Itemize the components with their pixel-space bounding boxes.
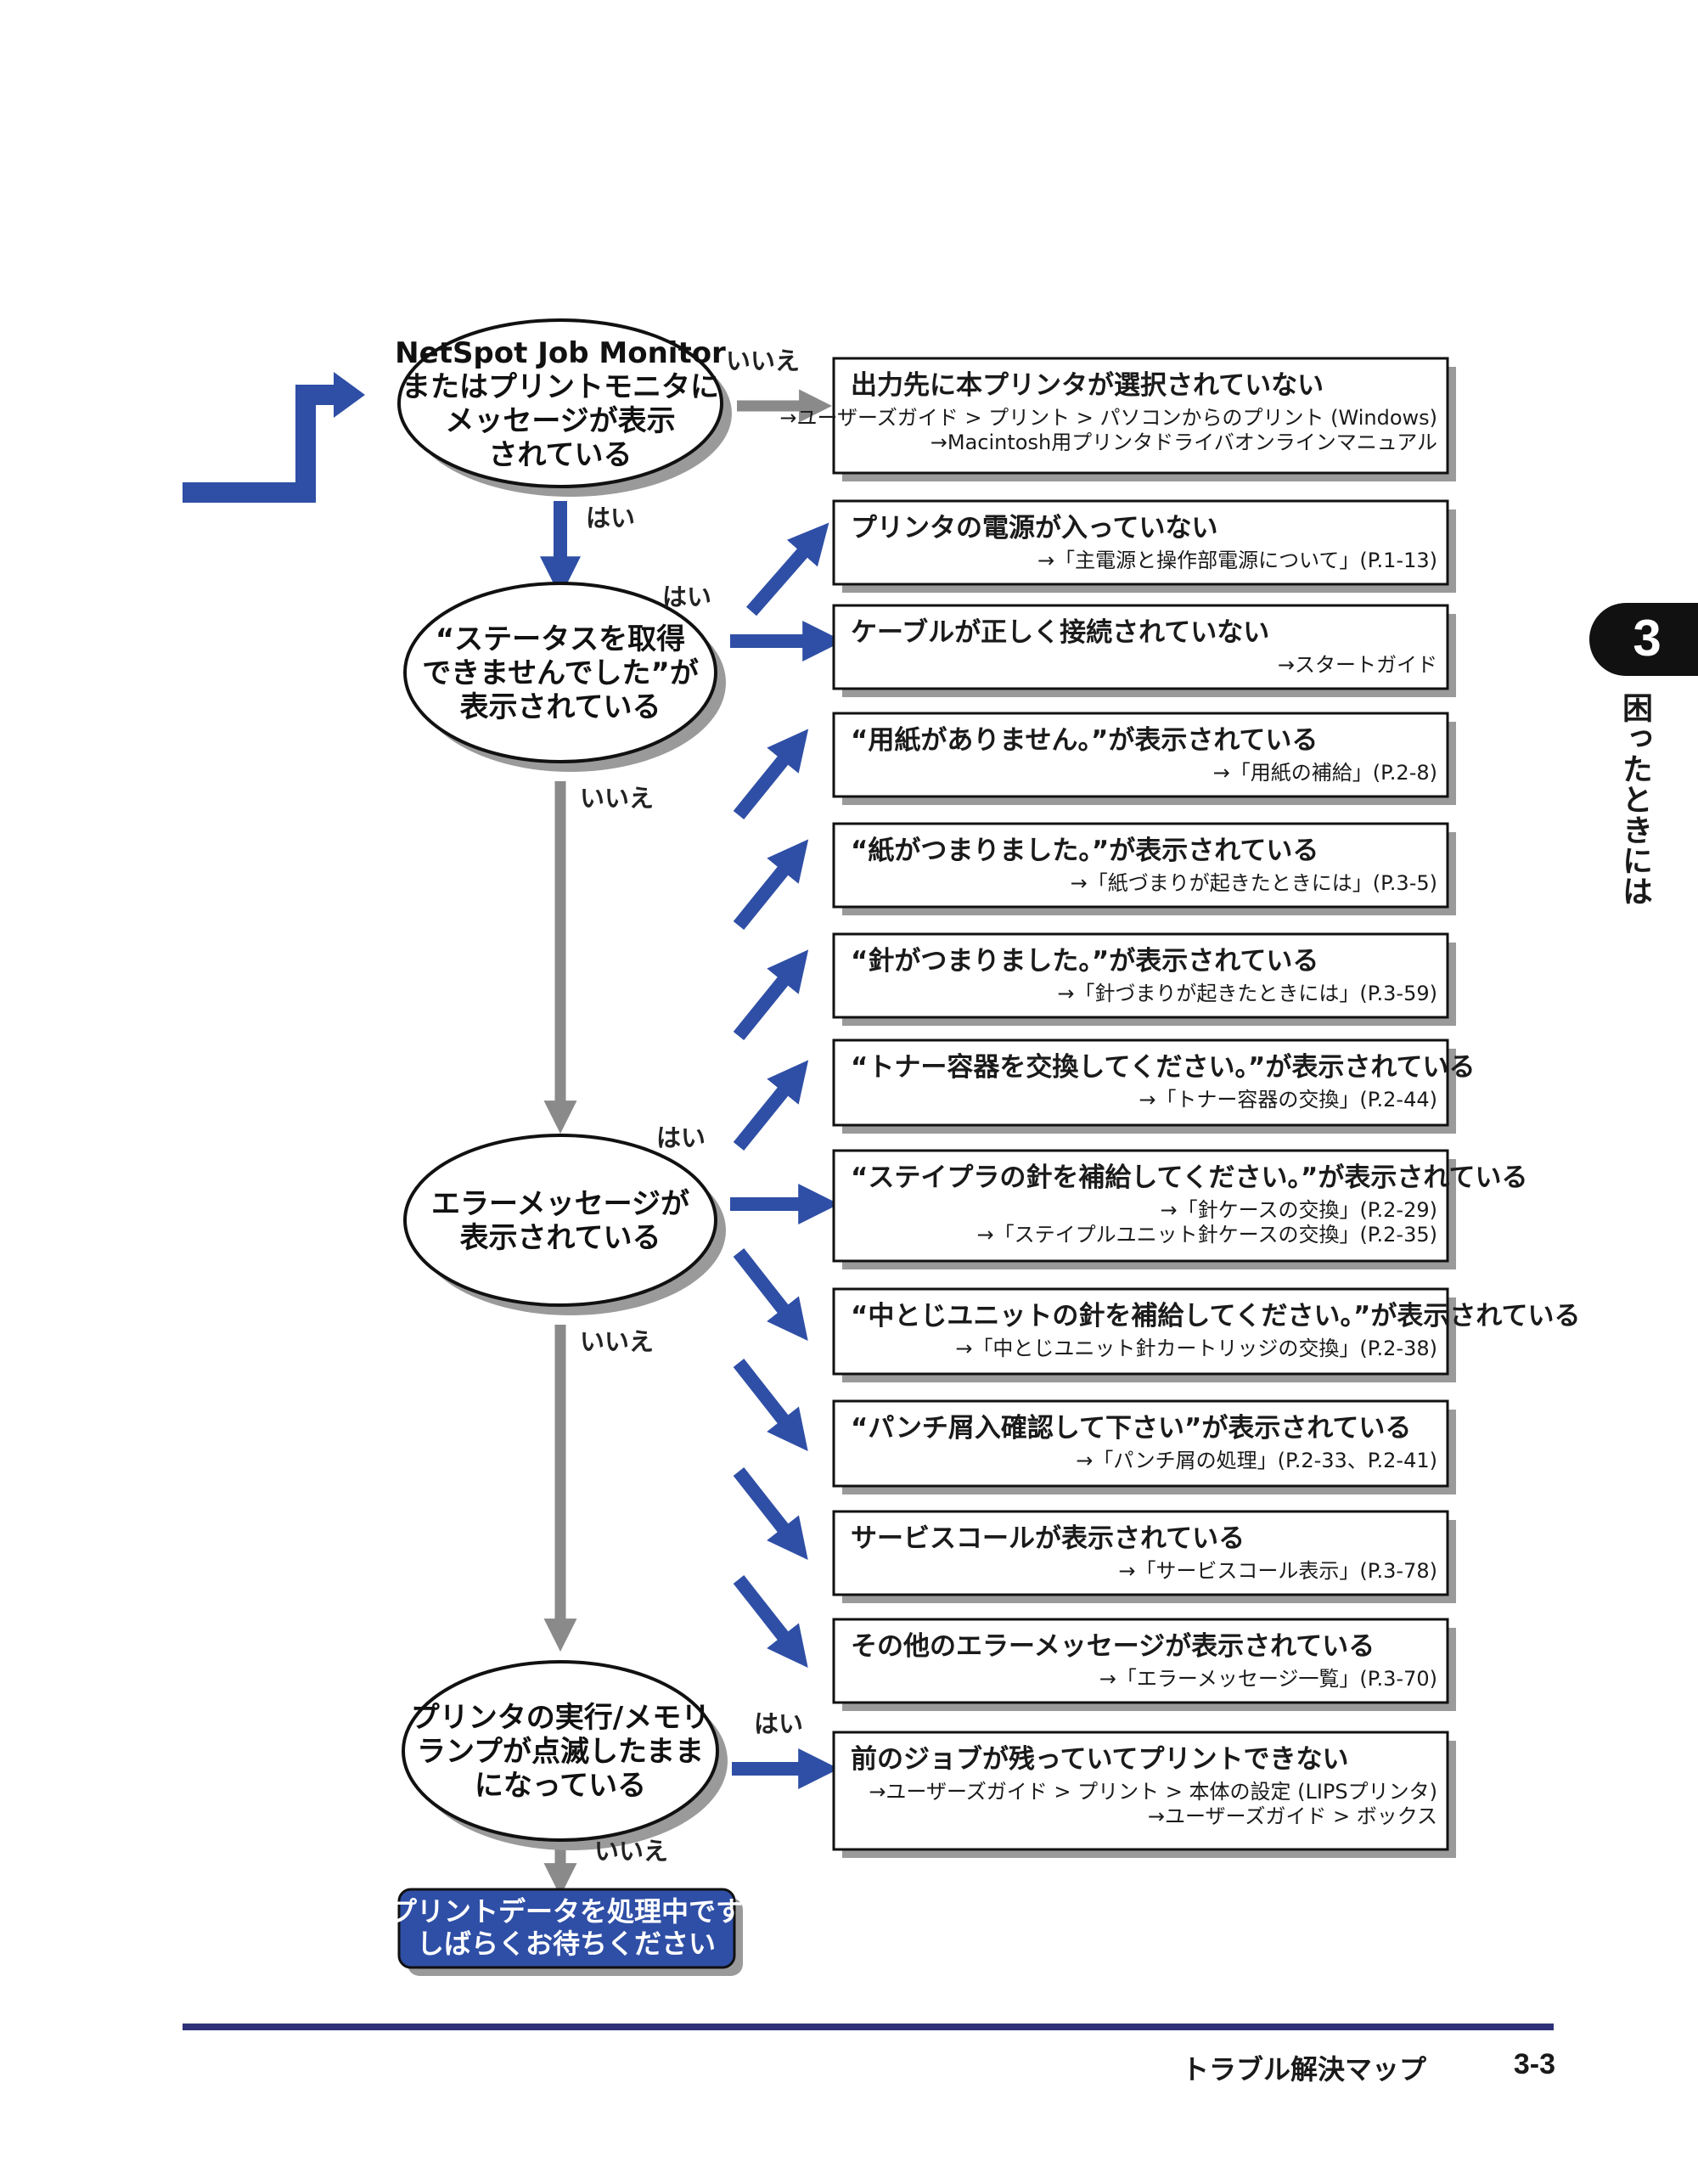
result-box-8 [832, 1149, 1449, 1263]
end-box-line: プリントデータを処理中です [390, 1895, 743, 1928]
footer-section-title: トラブル解決マップ [1181, 2053, 1426, 2085]
flow-arrow-d3-down-4 [733, 1575, 808, 1668]
label-d2-no: いいえ [580, 784, 654, 813]
result-box-7 [832, 1039, 1449, 1127]
entry-elbow-arrow [183, 385, 335, 503]
result-box-4 [832, 712, 1449, 798]
label-d1-no: いいえ [726, 346, 800, 375]
result-box-12-title: その他のエラーメッセージが表示されている [851, 1631, 1375, 1662]
decision-1-line: またはプリントモニタに [402, 370, 719, 404]
result-box-4-ref: →「用紙の補給」(P.2-8) [1213, 761, 1437, 785]
decision-4 [402, 1660, 719, 1842]
decision-3 [403, 1134, 717, 1307]
result-box-10-ref: →「パンチ屑の処理」(P.2-33、P.2-41) [1076, 1449, 1437, 1472]
result-box-5-title: “紙がつまりました。”が表示されている [851, 836, 1318, 866]
result-box-8-ref: →「ステイプルユニット針ケースの交換」(P.2-35) [977, 1223, 1437, 1247]
flow-arrow-d3-down-1 [733, 1248, 808, 1341]
end-box-line: しばらくお待ちください [417, 1928, 716, 1960]
result-box-3 [832, 604, 1449, 690]
chapter-title: 困ったときには [1617, 692, 1652, 906]
decision-4-line: ランプが点滅したまま [417, 1735, 704, 1769]
result-box-13 [832, 1731, 1449, 1851]
page-number: 3-3 [1513, 2048, 1555, 2080]
result-box-11 [832, 1510, 1449, 1596]
label-d3-yes: はい [656, 1123, 706, 1152]
decision-2-line: できませんでした”が [422, 656, 699, 690]
decision-2-line: “ステータスを取得 [436, 622, 685, 656]
result-box-8-title: “ステイプラの針を補給してください。”が表示されている [851, 1162, 1527, 1193]
result-box-9-ref: →「中とじユニット針カートリッジの交換」(P.2-38) [955, 1337, 1437, 1360]
label-d4-no: いいえ [594, 1837, 668, 1866]
flow-arrow-d2-box2 [745, 522, 829, 616]
result-box-5 [832, 822, 1449, 909]
footer-divider [183, 2024, 1554, 2030]
end-box [397, 1888, 736, 1969]
decision-3-line: 表示されている [460, 1221, 661, 1255]
result-box-7-ref: →「トナー容器の交換」(P.2-44) [1139, 1088, 1437, 1112]
decision-4-line: プリンタの実行/メモリ [411, 1701, 710, 1735]
decision-1 [397, 318, 723, 488]
decision-4-line: になっている [475, 1769, 646, 1803]
result-box-11-ref: →「サービスコール表示」(P.3-78) [1118, 1559, 1437, 1583]
result-box-1-ref: →Macintosh用プリンタドライバオンラインマニュアル [931, 431, 1437, 454]
decision-1-line: されている [489, 438, 633, 472]
result-box-8-ref: →「針ケースの交換」(P.2-29) [1161, 1198, 1437, 1222]
result-box-12-ref: →「エラーメッセージ一覧」(P.3-70) [1099, 1667, 1437, 1691]
decision-3-line: エラーメッセージが [431, 1187, 689, 1221]
flow-arrow-d3-down-2 [733, 1359, 808, 1451]
flow-arrow-d3-up-2 [733, 839, 809, 931]
decision-1-line: メッセージが表示 [445, 404, 675, 438]
flow-arrow-d3-up-3 [733, 949, 809, 1041]
result-box-6-title: “針がつまりました。”が表示されている [851, 946, 1318, 977]
entry-elbow-arrow-head [334, 372, 365, 418]
result-box-13-title: 前のジョブが残っていてプリントできない [851, 1744, 1349, 1775]
result-box-11-title: サービスコールが表示されている [851, 1523, 1245, 1554]
flow-arrow-d3-up-1 [733, 729, 809, 820]
flow-arrow-d3-up-4 [733, 1060, 809, 1151]
label-d2-yes: はい [662, 583, 711, 611]
result-box-13-ref: →ユーザーズガイド > プリント > 本体の設定 (LIPSプリンタ) [869, 1780, 1437, 1804]
result-box-2-ref: →「主電源と操作部電源について」(P.1-13) [1037, 549, 1437, 572]
result-box-1-ref: →ユーザーズガイド > プリント > パソコンからのプリント (Windows) [779, 406, 1437, 430]
label-d3-no: いいえ [580, 1327, 654, 1356]
decision-2-line: 表示されている [460, 690, 661, 724]
result-box-3-ref: →スタートガイド [1278, 653, 1437, 677]
result-box-3-title: ケーブルが正しく接続されていない [851, 617, 1269, 648]
decision-2 [403, 582, 717, 763]
result-box-7-title: “トナー容器を交換してください。”が表示されている [851, 1052, 1475, 1083]
result-box-9 [832, 1287, 1449, 1376]
result-box-1 [832, 357, 1449, 475]
flow-arrow-d3-down-3 [733, 1467, 808, 1560]
result-box-5-ref: →「紙づまりが起きたときには」(P.3-5) [1071, 871, 1437, 895]
decision-1-line: NetSpot Job Monitor [395, 336, 726, 370]
result-box-12 [832, 1618, 1449, 1704]
result-box-6 [832, 932, 1449, 1019]
result-box-9-title: “中とじユニットの針を補給してください。”が表示されている [851, 1301, 1580, 1331]
label-d1-yes: はい [586, 504, 635, 532]
result-box-4-title: “用紙がありません。”が表示されている [851, 725, 1318, 756]
result-box-6-ref: →「針づまりが起きたときには」(P.3-59) [1057, 982, 1437, 1005]
result-box-1-title: 出力先に本プリンタが選択されていない [851, 370, 1324, 401]
result-box-2 [832, 499, 1449, 586]
result-box-10 [832, 1399, 1449, 1488]
chapter-tab [1589, 603, 1698, 676]
chapter-number: 3 [1633, 610, 1661, 667]
result-box-10-title: “パンチ屑入確認して下さい”が表示されている [851, 1413, 1411, 1444]
label-d4-yes: はい [754, 1709, 803, 1738]
result-box-13-ref: →ユーザーズガイド > ボックス [1148, 1804, 1437, 1828]
result-box-2-title: プリンタの電源が入っていない [851, 513, 1217, 543]
